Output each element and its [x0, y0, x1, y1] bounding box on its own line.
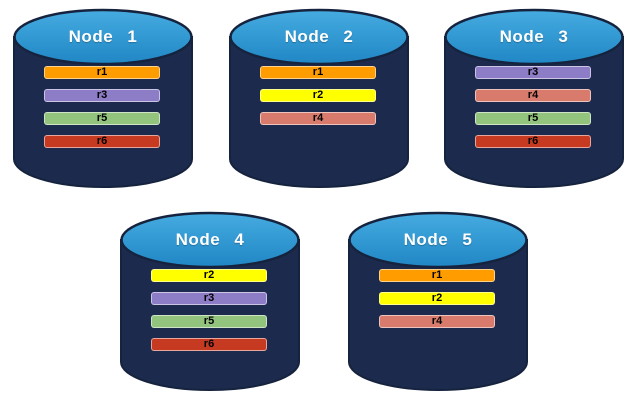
- db-node: Node 5 r1 r2 r4: [348, 210, 528, 392]
- replica-bar: r1: [260, 66, 376, 79]
- node-label: Node 1: [68, 27, 138, 46]
- replica-label: r3: [203, 292, 215, 304]
- replica-bar: r3: [475, 66, 591, 79]
- replica-label: r2: [312, 89, 324, 101]
- replica-bar: r2: [151, 269, 267, 282]
- db-node: Node 2 r1 r2 r4: [229, 7, 409, 189]
- replica-label: r6: [96, 135, 108, 147]
- cylinder-top: [120, 211, 300, 269]
- replica-bar: r2: [379, 292, 495, 305]
- cylinder-top: [229, 8, 409, 66]
- replica-label: r2: [203, 269, 215, 281]
- replica-label: r3: [96, 89, 108, 101]
- replica-bar: r3: [44, 89, 160, 102]
- replica-bar: r5: [44, 112, 160, 125]
- replica-bar: r6: [475, 135, 591, 148]
- db-node: Node 4 r2 r3 r5 r6: [120, 210, 300, 392]
- replica-label: r4: [527, 89, 539, 101]
- cylinder-top: [348, 211, 528, 269]
- replica-bar: r1: [44, 66, 160, 79]
- replica-label: r5: [203, 315, 215, 327]
- replica-label: r5: [96, 112, 108, 124]
- replica-bar: r2: [260, 89, 376, 102]
- replica-label: r1: [96, 66, 108, 78]
- cylinder-top: [13, 8, 193, 66]
- db-node: Node 3 r3 r4 r5 r6: [444, 7, 624, 189]
- db-node: Node 1 r1 r3 r5 r6: [13, 7, 193, 189]
- replica-bar: r6: [151, 338, 267, 351]
- replica-bar: r5: [475, 112, 591, 125]
- replica-label: r2: [431, 292, 443, 304]
- replica-bar: r6: [44, 135, 160, 148]
- replica-label: r1: [431, 269, 443, 281]
- replica-label: r3: [527, 66, 539, 78]
- replica-bar: r4: [260, 112, 376, 125]
- replica-label: r6: [203, 338, 215, 350]
- replica-bar: r1: [379, 269, 495, 282]
- replica-bar: r3: [151, 292, 267, 305]
- replica-label: r6: [527, 135, 539, 147]
- cylinder-top: [444, 8, 624, 66]
- replica-bar: r4: [475, 89, 591, 102]
- node-label: Node 2: [284, 27, 354, 46]
- replica-bar: r4: [379, 315, 495, 328]
- replica-bar: r5: [151, 315, 267, 328]
- replica-label: r4: [312, 112, 324, 124]
- node-label: Node 4: [175, 230, 245, 249]
- node-label: Node 3: [499, 27, 569, 46]
- replica-label: r4: [431, 315, 443, 327]
- replica-label: r1: [312, 66, 324, 78]
- replica-label: r5: [527, 112, 539, 124]
- node-label: Node 5: [403, 230, 473, 249]
